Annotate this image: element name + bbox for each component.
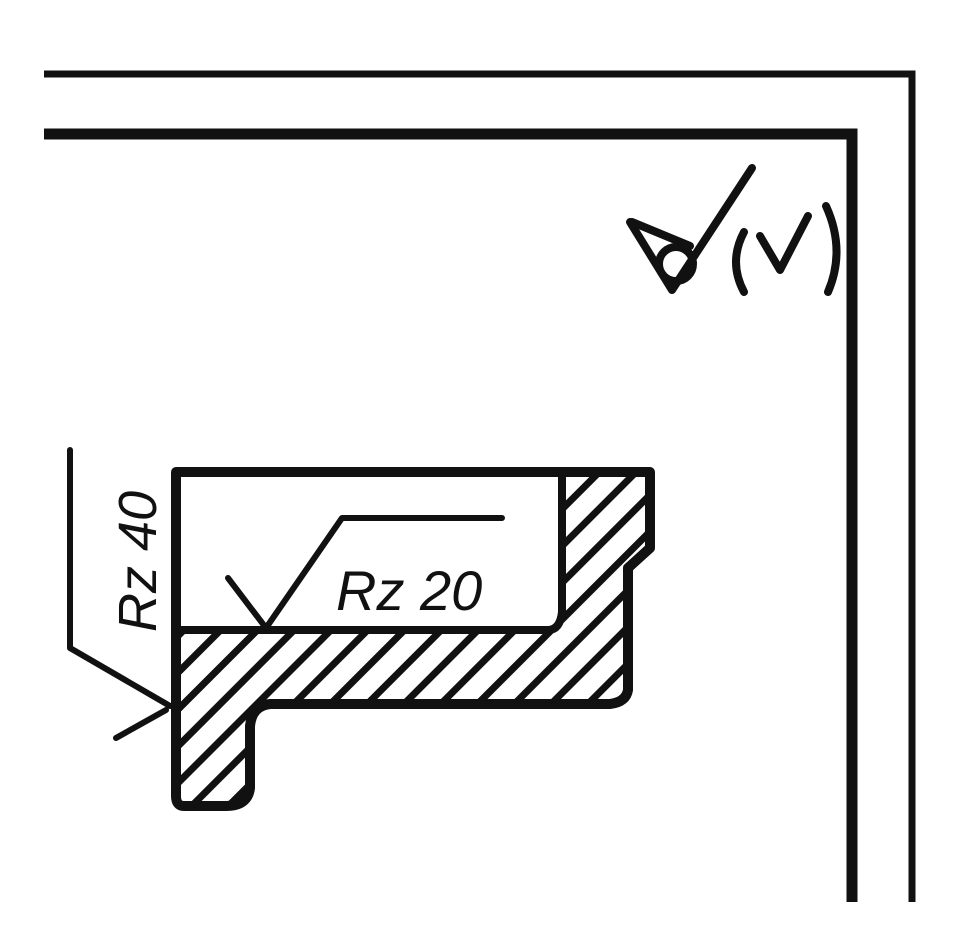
section-hatching xyxy=(176,476,650,806)
inner-frame-border xyxy=(44,128,858,902)
rz20-label: Rz 20 xyxy=(336,559,482,622)
roughness-symbol-icon xyxy=(626,164,841,296)
rz20-roughness-mark xyxy=(225,515,505,631)
cavity-bottom-line xyxy=(176,474,566,634)
outer-frame-border xyxy=(44,70,916,902)
rz40-label: Rz 40 xyxy=(108,491,168,632)
rz40-leader xyxy=(67,447,173,741)
part-outline xyxy=(171,467,655,811)
